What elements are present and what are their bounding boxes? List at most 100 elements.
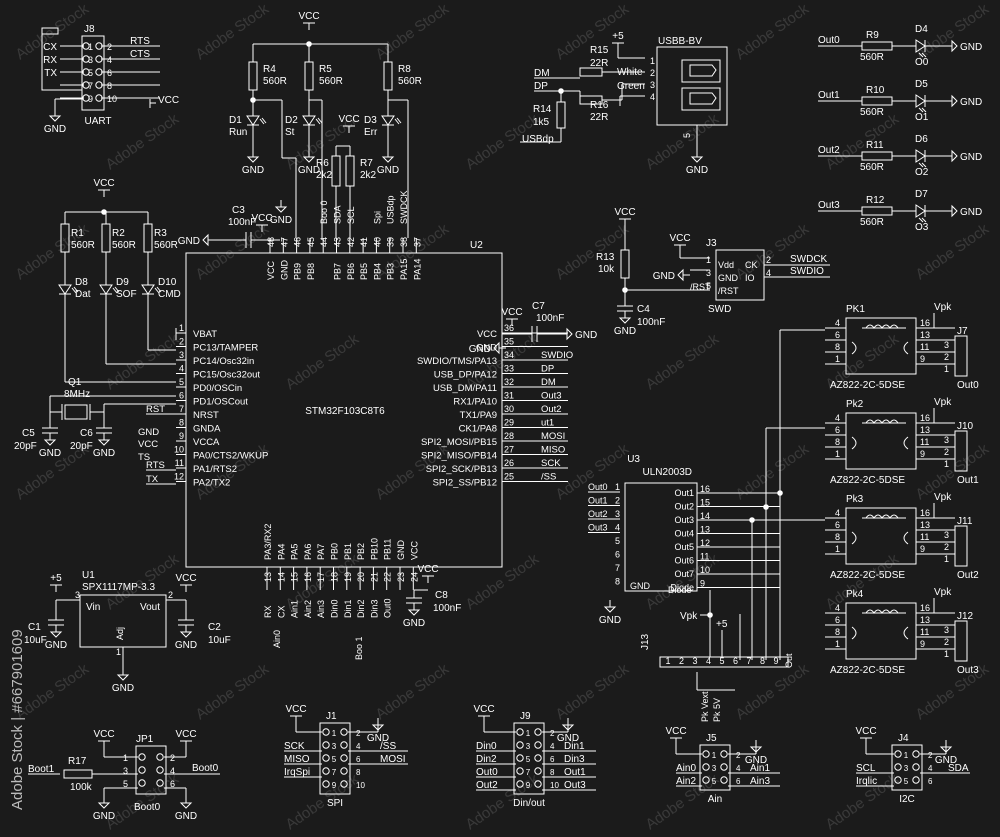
pin-number: 2	[168, 590, 173, 600]
pin-name: PB11	[383, 539, 393, 560]
pin-number: 10	[550, 781, 559, 790]
pin-name: CK1/PA8	[459, 424, 497, 435]
pin-number: 17	[316, 572, 326, 582]
led	[261, 117, 267, 124]
relay-contact	[903, 531, 909, 545]
pin-circle	[156, 766, 164, 774]
resistor-ref: R8	[398, 64, 411, 75]
gnd-symbol	[603, 606, 617, 613]
pin-number: 2	[170, 753, 175, 763]
net-label: /SS	[541, 472, 556, 483]
pin-number: 6	[835, 520, 840, 530]
gnd-label: GND	[575, 330, 597, 341]
vcc-label: VCC	[338, 114, 359, 125]
gnd-label: GND	[960, 152, 982, 163]
pin-number: 12	[174, 472, 184, 482]
pin-circle	[138, 766, 146, 774]
led-name: O0	[915, 57, 929, 68]
pin-number: 10	[174, 445, 184, 455]
gnd-label: GND	[935, 755, 957, 766]
pin-name: PD1/OSCout	[193, 397, 248, 408]
pin-number: 16	[920, 508, 930, 518]
pin-number: 8	[835, 437, 840, 447]
vcc-label: VCC	[855, 726, 876, 737]
relay-contact	[851, 626, 857, 640]
cap-ref: C2	[208, 622, 221, 633]
net-label: Pk 5V	[712, 698, 722, 722]
pin-circle	[912, 763, 920, 771]
led	[394, 118, 400, 125]
net-label: Out3	[541, 391, 562, 402]
pin-name: PB6	[346, 263, 356, 280]
net-label: Pk Vext	[700, 691, 710, 722]
pin-number: 19	[343, 572, 353, 582]
gnd-symbol	[677, 268, 684, 282]
pin-number: 2	[107, 42, 112, 52]
pin-number: 16	[920, 413, 930, 423]
resistor	[556, 101, 566, 129]
pin-circle	[82, 68, 90, 76]
gnd-label: GND	[377, 165, 399, 176]
relay-contact	[851, 531, 857, 545]
pin-circle	[894, 750, 902, 758]
net-label: DM	[541, 377, 556, 388]
led	[918, 52, 924, 58]
pin-name: Diode	[668, 585, 692, 595]
gnd-symbol	[951, 39, 958, 53]
relay-contact	[851, 341, 857, 355]
pin-circle	[95, 94, 103, 102]
pin-number: 7	[332, 768, 337, 777]
vcc-label: VCC	[665, 726, 686, 737]
gnd-symbol	[690, 156, 704, 163]
led	[114, 286, 120, 293]
gnd-label: GND	[178, 236, 200, 247]
vcc-label: VCC	[175, 573, 196, 584]
gnd-symbol	[493, 341, 500, 355]
pin-number: 2	[944, 352, 949, 362]
cap-ref: C8	[435, 590, 448, 601]
resistor-value: 560R	[860, 52, 884, 63]
connector-ref: J1	[326, 711, 337, 722]
net-label: Out3	[588, 523, 608, 533]
led	[918, 217, 924, 223]
pin-number: 37	[412, 237, 422, 247]
gnd-label: GND	[242, 165, 264, 176]
gnd-label: GND	[93, 448, 115, 459]
pin-number: 1	[665, 656, 670, 666]
gnd-symbol	[566, 327, 573, 341]
pin-number: 3	[526, 742, 531, 751]
vcc-label: +5	[716, 619, 728, 630]
led-name: SOF	[116, 289, 137, 300]
net-label: /RST	[690, 282, 711, 292]
gnd-label: GND	[93, 811, 115, 822]
net-label: Out2	[541, 404, 562, 415]
pin-name: VCCA	[193, 437, 220, 448]
pin-number: 3	[904, 764, 909, 773]
net-label: Out2	[818, 145, 840, 156]
net-label: RX	[43, 55, 57, 66]
pin-number: 2	[179, 337, 184, 347]
pin-circle	[322, 780, 330, 788]
pin-name: Vdd	[718, 260, 734, 270]
pin-number: 11	[920, 532, 929, 542]
gnd-symbol	[951, 204, 958, 218]
resistor-ref: R1	[71, 228, 84, 239]
pin-circle	[95, 68, 103, 76]
pin-number: 3	[692, 656, 697, 666]
pin-number: 5	[682, 133, 692, 138]
pin-circle	[894, 776, 902, 784]
net-label: SCL	[856, 763, 876, 774]
cap-value: 10uF	[208, 635, 231, 646]
pin-number: 1	[944, 459, 949, 469]
pin-circle	[516, 741, 524, 749]
pin-circle	[516, 767, 524, 775]
pin-number: 16	[920, 603, 930, 613]
net-label: Boot1	[28, 764, 55, 775]
ic-part: SPX1117MP-3.3	[82, 582, 155, 593]
pin-name: PA2/TX2	[193, 478, 230, 489]
pin-number: 11	[700, 552, 709, 562]
led	[317, 117, 323, 124]
led-ref: D6	[915, 134, 928, 145]
led	[259, 118, 265, 125]
net-label: SWDCK	[399, 191, 409, 225]
